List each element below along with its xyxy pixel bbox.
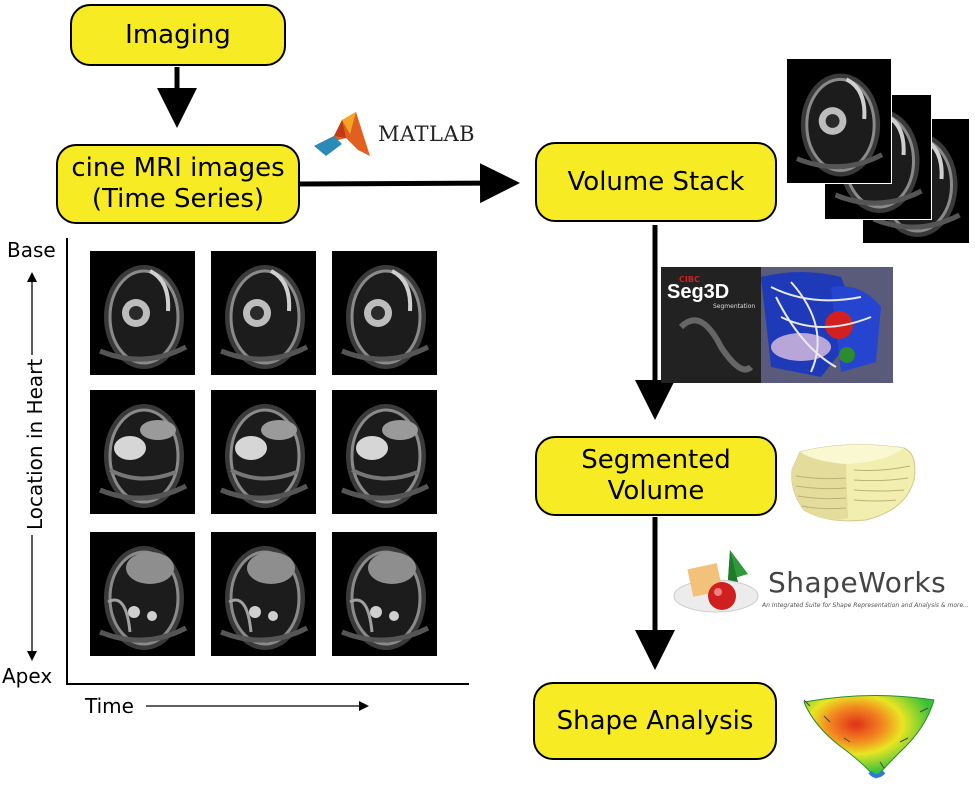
axis-label-time: Time (85, 694, 134, 718)
mri-slice-picture (90, 390, 195, 514)
mri-slice-r3-c3 (332, 532, 437, 656)
mri-slice-picture (211, 251, 316, 375)
node-segmented-volume-label: Segmented Volume (581, 445, 731, 506)
mri-slice-r2-c1 (90, 390, 195, 514)
mri-slice-r1-c3 (332, 251, 437, 375)
mri-slice-picture (332, 251, 437, 375)
mri-slice-picture (90, 251, 195, 375)
mri-slice-r1-c2 (211, 251, 316, 375)
node-volume-stack: Volume Stack (535, 142, 777, 222)
matlab-wordmark: MATLAB (378, 122, 476, 146)
mri-slice-picture (787, 59, 891, 183)
node-imaging-label: Imaging (125, 19, 231, 50)
seg3d-screenshot: CIBC Seg3D Segmentation (661, 267, 893, 383)
mri-slice-r3-c1 (90, 532, 195, 656)
grid-axis-frame (66, 238, 469, 685)
node-shape-analysis-label: Shape Analysis (556, 705, 754, 736)
shape-analysis-render-icon (803, 694, 935, 779)
axis-label-apex: Apex (2, 664, 53, 688)
mri-slice-r1-c1 (90, 251, 195, 375)
seg3d-brand: CIBC (679, 275, 700, 284)
shapeworks-logo-icon (673, 550, 759, 613)
node-shape-analysis: Shape Analysis (533, 682, 777, 760)
node-cine-mri-label: cine MRI images (Time Series) (71, 153, 285, 214)
mri-slice-picture (332, 390, 437, 514)
mri-slice-picture (90, 532, 195, 656)
axis-label-location: Location in Heart (23, 358, 47, 530)
matlab-logo-icon (314, 112, 370, 156)
mri-slice-picture (211, 390, 316, 514)
volume-stack-slice-front (786, 58, 892, 184)
node-volume-stack-label: Volume Stack (567, 166, 745, 197)
matlab-logo: MATLAB (312, 108, 484, 168)
node-segmented-volume: Segmented Volume (535, 436, 777, 516)
mri-slice-picture (332, 532, 437, 656)
seg3d-title: Seg3D (667, 281, 730, 303)
node-cine-mri: cine MRI images (Time Series) (56, 144, 300, 224)
segmented-volume-render-icon (791, 444, 916, 522)
axis-label-base: Base (7, 238, 56, 262)
node-imaging: Imaging (70, 4, 286, 66)
mri-slice-r2-c3 (332, 390, 437, 514)
seg3d-subtitle: Segmentation (713, 303, 756, 310)
mri-slice-r3-c2 (211, 532, 316, 656)
arrow-cine-to-volume (299, 163, 520, 204)
seg3d-screenshot-icon (661, 267, 893, 383)
mri-slice-picture (211, 532, 316, 656)
shapeworks-wordmark: ShapeWorks (768, 566, 947, 599)
shapeworks-tagline: An Integrated Suite for Shape Representa… (762, 602, 969, 609)
mri-slice-r2-c2 (211, 390, 316, 514)
shapeworks-logo: ShapeWorks An Integrated Suite for Shape… (672, 546, 972, 616)
